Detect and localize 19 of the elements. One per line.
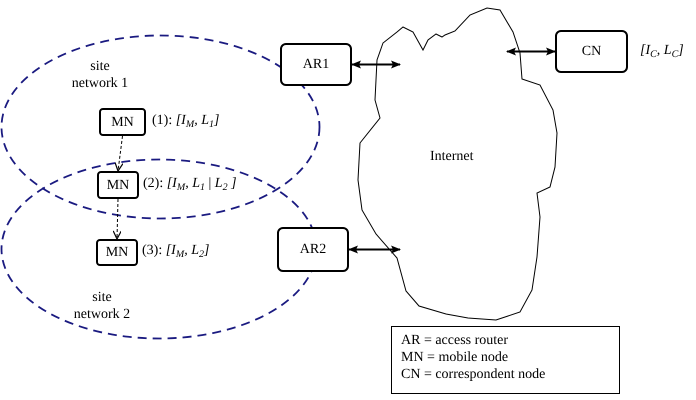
network-label: site network 2	[72, 289, 132, 323]
legend-entry: AR = access router	[401, 332, 510, 349]
double-arrow	[348, 246, 401, 254]
node-annotation: (1): [I$_{M}$, L$_{1}$]	[152, 114, 220, 128]
double-arrow	[506, 48, 556, 56]
internet-cloud	[356, 6, 558, 322]
node-annotation: [I$_{C}$, L$_{C}$]	[640, 44, 684, 58]
double-arrow	[351, 60, 401, 68]
node-annotation: (2): [I$_{M}$, L$_{1}$ | L$_{2}$ ]	[143, 177, 237, 191]
legend-entry: CN = correspondent node	[401, 366, 546, 383]
legend-entry: MN = mobile node	[401, 349, 510, 366]
dashed-arrow	[114, 136, 124, 172]
legend-box	[391, 326, 620, 394]
router-box: AR2	[277, 227, 349, 272]
network-label: site network 1	[70, 58, 130, 92]
node-annotation: (3): [I$_{M}$, L$_{2}$]	[142, 244, 210, 258]
router-box: AR1	[280, 43, 352, 86]
dashed-arrow	[112, 198, 122, 240]
cloud-label: Internet	[430, 150, 474, 164]
